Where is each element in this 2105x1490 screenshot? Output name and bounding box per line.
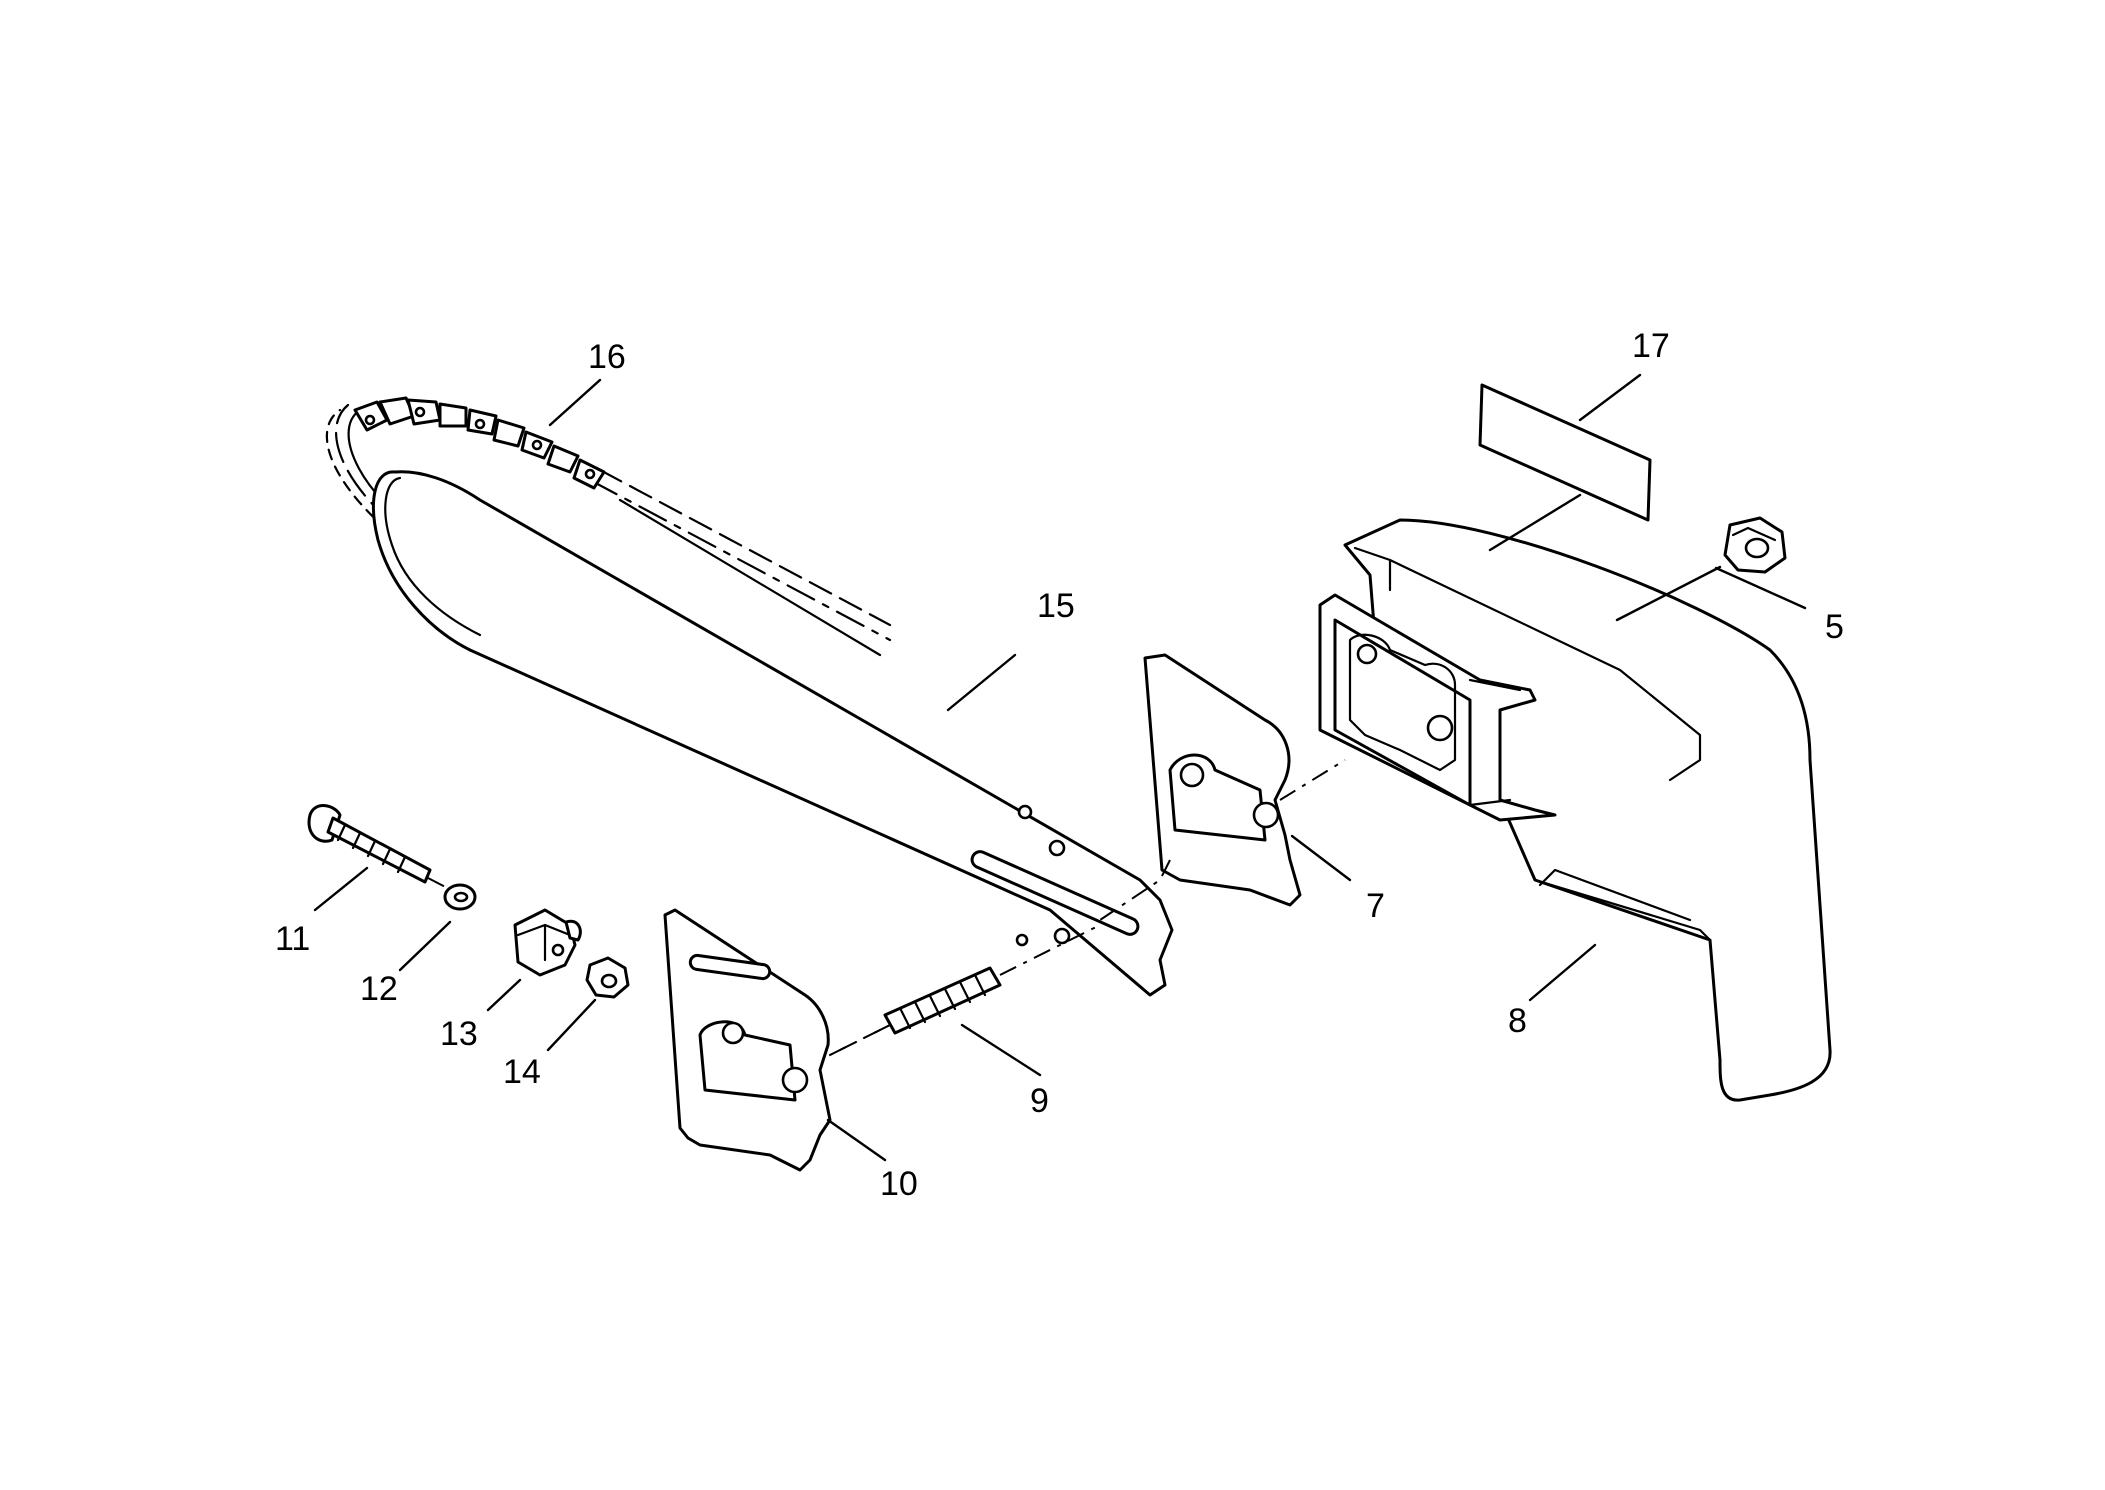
bar-slot [970, 850, 1140, 936]
callout-14: 14 [503, 1053, 541, 1091]
bar-stud [819, 924, 1101, 1061]
chain-cover [1318, 518, 1832, 1102]
callout-13: 13 [440, 1015, 478, 1053]
leader-lines [313, 373, 1807, 1162]
leader-10 [826, 1118, 887, 1162]
callout-9: 9 [1030, 1082, 1049, 1120]
cover-decal [1478, 383, 1652, 522]
leader-9 [960, 1023, 1042, 1077]
tension-nut [585, 956, 630, 999]
leader-17b [1578, 373, 1642, 422]
callout-15: 15 [1037, 587, 1075, 625]
callout-10: 10 [880, 1165, 918, 1203]
callout-8: 8 [1508, 1002, 1527, 1040]
leader-14 [546, 998, 597, 1052]
chain-links [353, 396, 606, 490]
leader-11 [313, 866, 369, 912]
leader-7 [1290, 834, 1352, 882]
tension-washer [443, 883, 477, 911]
tension-screw [307, 804, 456, 893]
callout-labels: 5 7 8 9 10 11 12 13 14 15 16 17 [275, 327, 1844, 1203]
callout-12: 12 [360, 970, 398, 1008]
callout-7: 7 [1366, 887, 1385, 925]
leader-8-cover [1615, 565, 1722, 622]
tension-block [513, 908, 582, 977]
callout-17: 17 [1632, 327, 1670, 365]
callout-5: 5 [1825, 608, 1844, 646]
outer-side-plate [1099, 653, 1346, 921]
cover-nut [1723, 516, 1787, 574]
leader-15 [946, 653, 1017, 712]
saw-chain [325, 396, 892, 657]
leader-13 [486, 978, 522, 1012]
leader-8 [1528, 943, 1597, 1002]
leader-12 [398, 920, 452, 972]
leader-5 [1714, 566, 1807, 610]
guide-bar [371, 470, 1174, 997]
callout-11: 11 [275, 920, 310, 958]
callout-16: 16 [588, 338, 626, 376]
leader-17a [1488, 493, 1582, 552]
inner-side-plate [663, 908, 891, 1172]
leader-16 [548, 378, 602, 427]
